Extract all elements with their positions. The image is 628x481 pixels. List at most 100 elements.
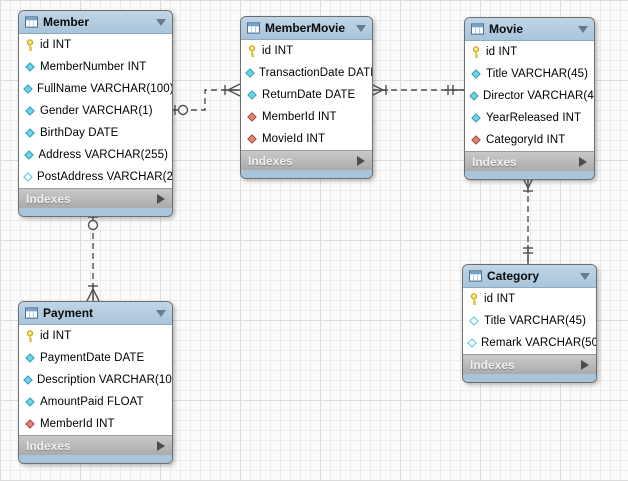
relationship-membermovie-movie[interactable]	[370, 83, 464, 97]
table-movie[interactable]: Movie id INT Title VARCHAR(45) Director …	[464, 17, 595, 180]
field-row[interactable]: Director VARCHAR(45)	[465, 85, 594, 107]
table-name: MemberMovie	[265, 21, 346, 35]
collapse-arrow-icon[interactable]	[356, 24, 366, 32]
field-row[interactable]: id INT	[241, 40, 372, 62]
table-icon	[25, 16, 38, 28]
field-label: MemberId INT	[40, 418, 115, 430]
column-icon	[23, 397, 36, 407]
field-row[interactable]: Address VARCHAR(255)	[19, 144, 172, 166]
indexes-expand-arrow-icon[interactable]	[579, 156, 587, 167]
table-footer-strip	[19, 455, 172, 463]
column-icon	[23, 84, 33, 94]
field-label: Remark VARCHAR(500)	[481, 337, 597, 349]
field-row[interactable]: id INT	[19, 34, 172, 56]
field-label: id INT	[486, 46, 518, 58]
primary-key-icon	[467, 292, 480, 306]
field-row[interactable]: MovieId INT	[241, 128, 372, 150]
table-footer-strip	[463, 374, 596, 382]
table-fields: id INT Title VARCHAR(45) Director VARCHA…	[465, 41, 594, 151]
nullable-column-icon	[467, 316, 480, 326]
field-label: TransactionDate DATE	[259, 67, 373, 79]
column-icon	[23, 375, 33, 385]
field-row[interactable]: Description VARCHAR(100)	[19, 369, 172, 391]
table-footer-strip	[465, 171, 594, 179]
field-row[interactable]: MemberId INT	[241, 106, 372, 128]
field-row[interactable]: CategoryId INT	[465, 129, 594, 151]
field-label: MovieId INT	[262, 133, 326, 145]
table-header[interactable]: MemberMovie	[241, 17, 372, 40]
indexes-row[interactable]: Indexes	[463, 354, 596, 374]
indexes-expand-arrow-icon[interactable]	[581, 359, 589, 370]
field-label: YearReleased INT	[486, 112, 582, 124]
field-row[interactable]: Title VARCHAR(45)	[463, 310, 596, 332]
field-label: id INT	[40, 330, 72, 342]
field-row[interactable]: PostAddress VARCHAR(255)	[19, 166, 172, 188]
table-header[interactable]: Payment	[19, 302, 172, 325]
field-row[interactable]: Title VARCHAR(45)	[465, 63, 594, 85]
indexes-row[interactable]: Indexes	[19, 435, 172, 455]
table-icon	[469, 270, 482, 282]
table-membermovie[interactable]: MemberMovie id INT TransactionDate DATE …	[240, 16, 373, 179]
field-label: Address VARCHAR(255)	[38, 149, 168, 161]
table-name: Category	[487, 269, 540, 283]
field-label: Description VARCHAR(100)	[37, 374, 173, 386]
indexes-label: Indexes	[26, 191, 71, 206]
indexes-label: Indexes	[248, 153, 293, 168]
field-row[interactable]: MemberNumber INT	[19, 56, 172, 78]
nullable-column-icon	[467, 338, 477, 348]
collapse-arrow-icon[interactable]	[156, 18, 166, 26]
primary-key-icon	[23, 38, 36, 52]
field-label: ReturnDate DATE	[262, 89, 356, 101]
field-row[interactable]: id INT	[463, 288, 596, 310]
field-row[interactable]: id INT	[19, 325, 172, 347]
table-payment[interactable]: Payment id INT PaymentDate DATE Descript…	[18, 301, 173, 464]
indexes-expand-arrow-icon[interactable]	[157, 193, 165, 204]
table-header[interactable]: Movie	[465, 18, 594, 41]
collapse-arrow-icon[interactable]	[578, 25, 588, 33]
table-footer-strip	[19, 208, 172, 216]
field-row[interactable]: ReturnDate DATE	[241, 84, 372, 106]
relationship-movie-category[interactable]	[521, 175, 535, 264]
indexes-expand-arrow-icon[interactable]	[357, 155, 365, 166]
indexes-row[interactable]: Indexes	[241, 150, 372, 170]
field-row[interactable]: PaymentDate DATE	[19, 347, 172, 369]
indexes-row[interactable]: Indexes	[465, 151, 594, 171]
column-icon	[469, 69, 482, 79]
indexes-row[interactable]: Indexes	[19, 188, 172, 208]
field-row[interactable]: Gender VARCHAR(1)	[19, 100, 172, 122]
field-row[interactable]: AmountPaid FLOAT	[19, 391, 172, 413]
field-label: MemberNumber INT	[40, 61, 147, 73]
field-row[interactable]: YearReleased INT	[465, 107, 594, 129]
field-row[interactable]: id INT	[465, 41, 594, 63]
column-icon	[23, 353, 36, 363]
table-name: Member	[43, 15, 90, 29]
field-row[interactable]: BirthDay DATE	[19, 122, 172, 144]
field-label: Director VARCHAR(45)	[483, 90, 595, 102]
field-row[interactable]: MemberId INT	[19, 413, 172, 435]
column-icon	[23, 106, 36, 116]
collapse-arrow-icon[interactable]	[156, 309, 166, 317]
field-row[interactable]: FullName VARCHAR(100)	[19, 78, 172, 100]
field-row[interactable]: Remark VARCHAR(500)	[463, 332, 596, 354]
primary-key-icon	[23, 329, 36, 343]
field-label: Title VARCHAR(45)	[486, 68, 589, 80]
table-footer-strip	[241, 170, 372, 178]
foreign-key-icon	[469, 135, 482, 145]
table-fields: id INT MemberNumber INT FullName VARCHAR…	[19, 34, 172, 188]
field-label: BirthDay DATE	[40, 127, 119, 139]
collapse-arrow-icon[interactable]	[580, 272, 590, 280]
relationship-member-payment[interactable]	[86, 213, 100, 302]
table-header[interactable]: Category	[463, 265, 596, 288]
relationship-member-membermovie[interactable]	[171, 83, 241, 116]
table-icon	[25, 307, 38, 319]
table-icon	[471, 23, 484, 35]
table-category[interactable]: Category id INT Title VARCHAR(45) Remark…	[462, 264, 597, 383]
table-fields: id INT TransactionDate DATE ReturnDate D…	[241, 40, 372, 150]
primary-key-icon	[469, 45, 482, 59]
field-row[interactable]: TransactionDate DATE	[241, 62, 372, 84]
indexes-expand-arrow-icon[interactable]	[157, 440, 165, 451]
table-member[interactable]: Member id INT MemberNumber INT FullName …	[18, 10, 173, 217]
table-header[interactable]: Member	[19, 11, 172, 34]
table-name: Payment	[43, 306, 94, 320]
